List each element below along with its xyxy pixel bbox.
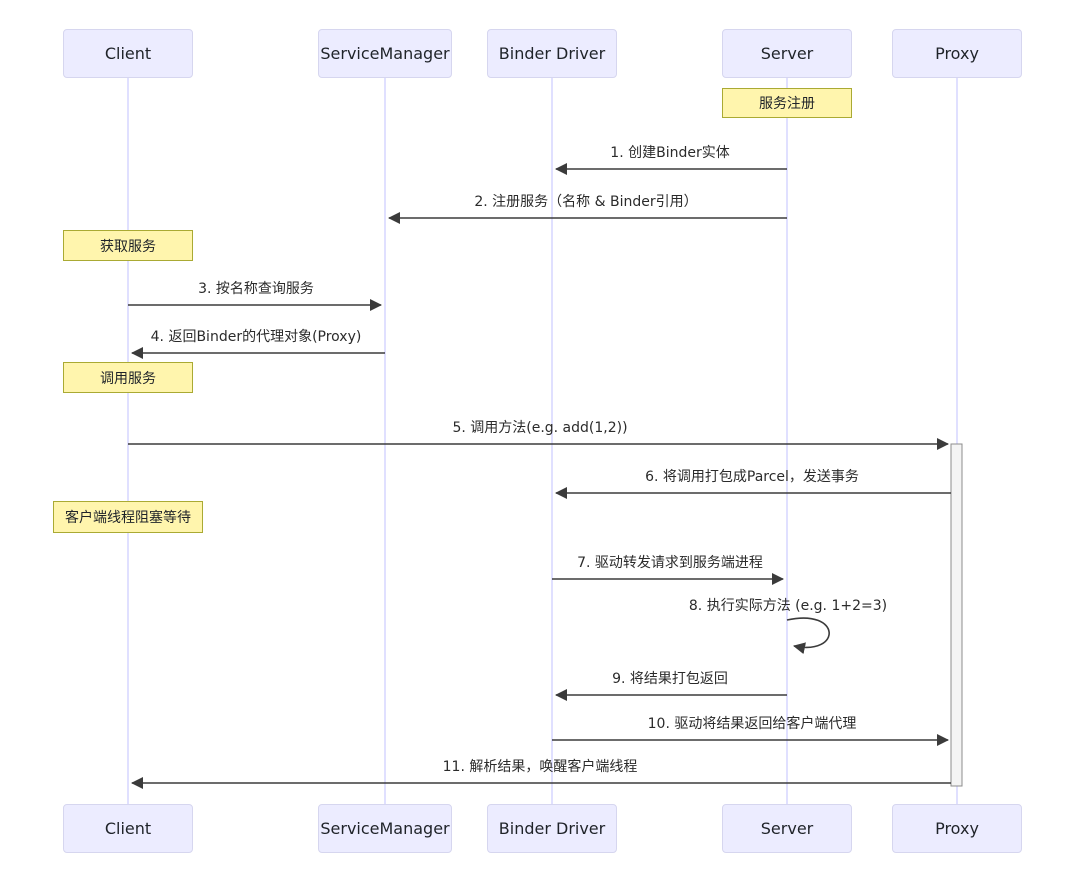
actor-label: ServiceManager (320, 44, 450, 63)
message-label-1: 1. 创建Binder实体 (610, 145, 730, 161)
message-label-7: 7. 驱动转发请求到服务端进程 (577, 555, 763, 571)
note-client-thread-blocked: 客户端线程阻塞等待 (53, 501, 203, 533)
message-label-2: 2. 注册服务（名称 & Binder引用） (474, 194, 698, 210)
actor-label: Server (760, 44, 814, 63)
actor-top-proxy: Proxy (892, 29, 1022, 78)
message-label-11: 11. 解析结果，唤醒客户端线程 (442, 759, 638, 775)
actor-label: Client (104, 819, 152, 838)
message-label-10: 10. 驱动将结果返回给客户端代理 (647, 716, 857, 732)
actor-top-servicemanager: ServiceManager (318, 29, 452, 78)
actor-label: Server (760, 819, 814, 838)
note-get-service: 获取服务 (63, 230, 193, 261)
actor-label: Client (104, 44, 152, 63)
message-label-5: 5. 调用方法(e.g. add(1,2)) (452, 420, 628, 436)
actor-bottom-server: Server (722, 804, 852, 853)
actor-label: Proxy (935, 44, 979, 63)
actor-label: Proxy (935, 819, 979, 838)
actor-top-binder-driver: Binder Driver (487, 29, 617, 78)
note-service-registration: 服务注册 (722, 88, 852, 118)
note-call-service: 调用服务 (63, 362, 193, 393)
message-label-6: 6. 将调用打包成Parcel，发送事务 (645, 469, 859, 485)
actor-bottom-servicemanager: ServiceManager (318, 804, 452, 853)
message-label-9: 9. 将结果打包返回 (612, 671, 728, 687)
activation-bar-proxy (950, 443, 963, 787)
actor-label: Binder Driver (498, 819, 606, 838)
actor-bottom-proxy: Proxy (892, 804, 1022, 853)
actor-bottom-binder-driver: Binder Driver (487, 804, 617, 853)
message-arrow-8-self-loop (786, 617, 830, 655)
actor-bottom-client: Client (63, 804, 193, 853)
message-label-8: 8. 执行实际方法 (e.g. 1+2=3) (688, 598, 888, 614)
actor-label: ServiceManager (320, 819, 450, 838)
actor-top-server: Server (722, 29, 852, 78)
message-label-4: 4. 返回Binder的代理对象(Proxy) (150, 329, 362, 345)
message-label-3: 3. 按名称查询服务 (198, 281, 314, 297)
actor-label: Binder Driver (498, 44, 606, 63)
actor-top-client: Client (63, 29, 193, 78)
